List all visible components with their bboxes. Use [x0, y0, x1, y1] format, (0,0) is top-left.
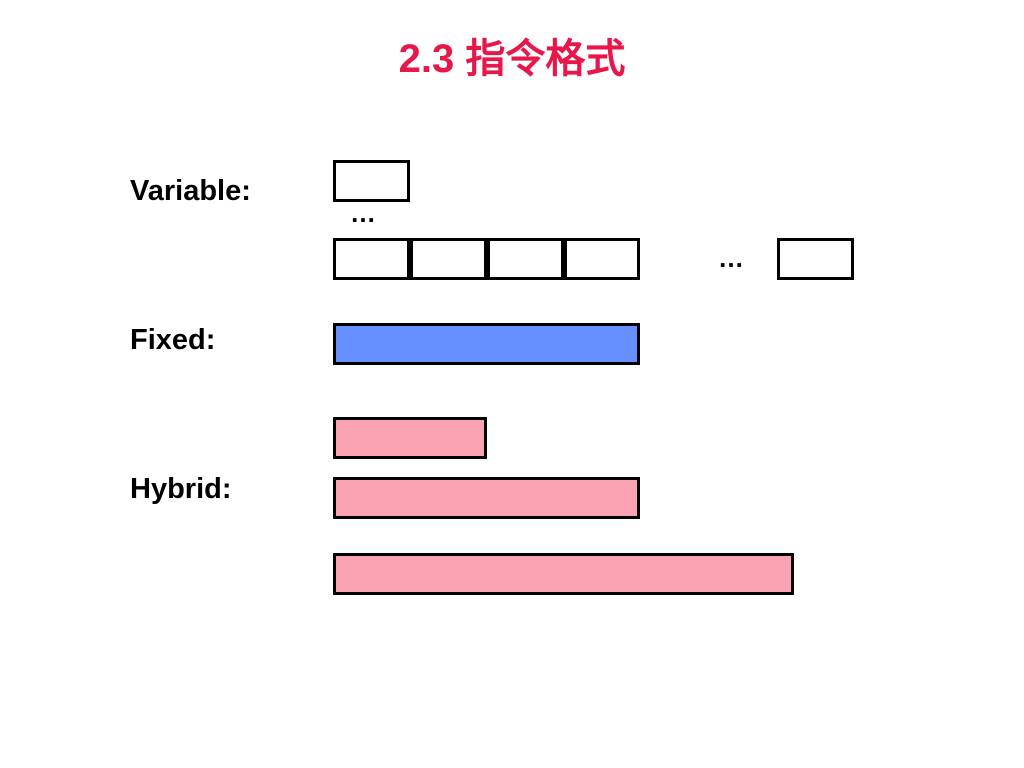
variable-last-byte-box: [777, 238, 854, 280]
variable-byte-box-2: [410, 238, 487, 280]
variable-label: Variable:: [130, 175, 251, 207]
hybrid-short-bar: [333, 417, 487, 459]
fixed-instruction-bar: [333, 323, 640, 365]
hybrid-label: Hybrid:: [130, 473, 232, 505]
variable-horizontal-ellipsis: …: [718, 243, 745, 273]
variable-byte-box-3: [487, 238, 564, 280]
variable-single-byte-box: [333, 160, 410, 202]
hybrid-medium-bar: [333, 477, 640, 519]
slide-title: 2.3 指令格式: [398, 37, 626, 81]
variable-byte-box-4: [564, 238, 640, 280]
hybrid-long-bar: [333, 553, 794, 595]
variable-vertical-ellipsis: …: [350, 198, 377, 228]
variable-byte-box-1: [333, 238, 410, 280]
fixed-label: Fixed:: [130, 324, 216, 356]
